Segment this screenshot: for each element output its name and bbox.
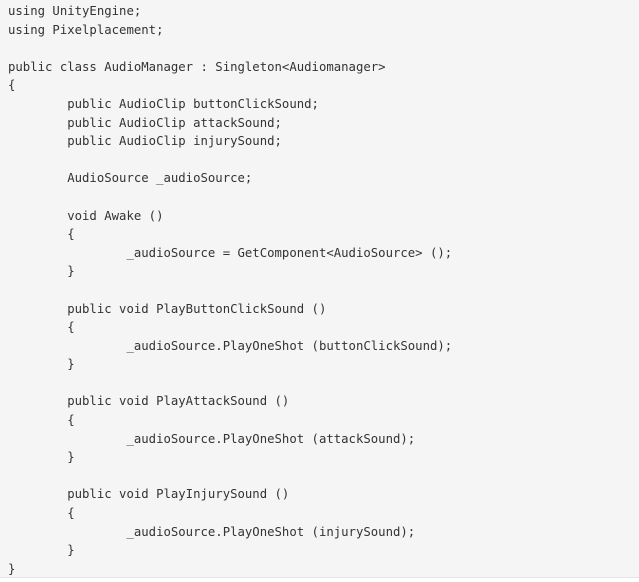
code-line-16 bbox=[8, 281, 452, 300]
code-line-25: } bbox=[8, 450, 75, 465]
code-line-15: } bbox=[8, 264, 75, 279]
code-line-13: { bbox=[8, 227, 75, 242]
code-line-23: { bbox=[8, 413, 75, 428]
code-line-29: _audioSource.PlayOneShot (injurySound); bbox=[8, 524, 416, 539]
code-line-31: } bbox=[8, 561, 16, 576]
code-line-27: public void PlayInjurySound () bbox=[8, 487, 290, 502]
code-line-17: public void PlayButtonClickSound () bbox=[8, 301, 327, 316]
code-lines: using UnityEngine; using Pixelplacement;… bbox=[8, 2, 452, 578]
code-line-18: { bbox=[8, 320, 75, 335]
code-line-12: void Awake () bbox=[8, 208, 164, 223]
code-line-22: public void PlayAttackSound () bbox=[8, 394, 290, 409]
code-line-3 bbox=[8, 39, 452, 58]
code-line-26 bbox=[8, 467, 452, 486]
code-line-8: public AudioClip injurySound; bbox=[8, 134, 282, 149]
code-line-14: _audioSource = GetComponent<AudioSource>… bbox=[8, 245, 453, 260]
code-line-4: public class AudioManager : Singleton<Au… bbox=[8, 59, 386, 74]
code-line-21 bbox=[8, 374, 452, 393]
code-line-9 bbox=[8, 151, 452, 170]
code-line-20: } bbox=[8, 357, 75, 372]
code-line-24: _audioSource.PlayOneShot (attackSound); bbox=[8, 431, 416, 446]
code-line-10: AudioSource _audioSource; bbox=[8, 171, 253, 186]
code-line-19: _audioSource.PlayOneShot (buttonClickSou… bbox=[8, 338, 453, 353]
code-line-2: using Pixelplacement; bbox=[8, 22, 164, 37]
code-line-7: public AudioClip attackSound; bbox=[8, 115, 282, 130]
code-line-5: { bbox=[8, 78, 16, 93]
code-line-11 bbox=[8, 188, 452, 207]
code-line-1: using UnityEngine; bbox=[8, 4, 142, 18]
code-line-6: public AudioClip buttonClickSound; bbox=[8, 96, 319, 111]
code-line-28: { bbox=[8, 506, 75, 521]
code-line-30: } bbox=[8, 543, 75, 558]
